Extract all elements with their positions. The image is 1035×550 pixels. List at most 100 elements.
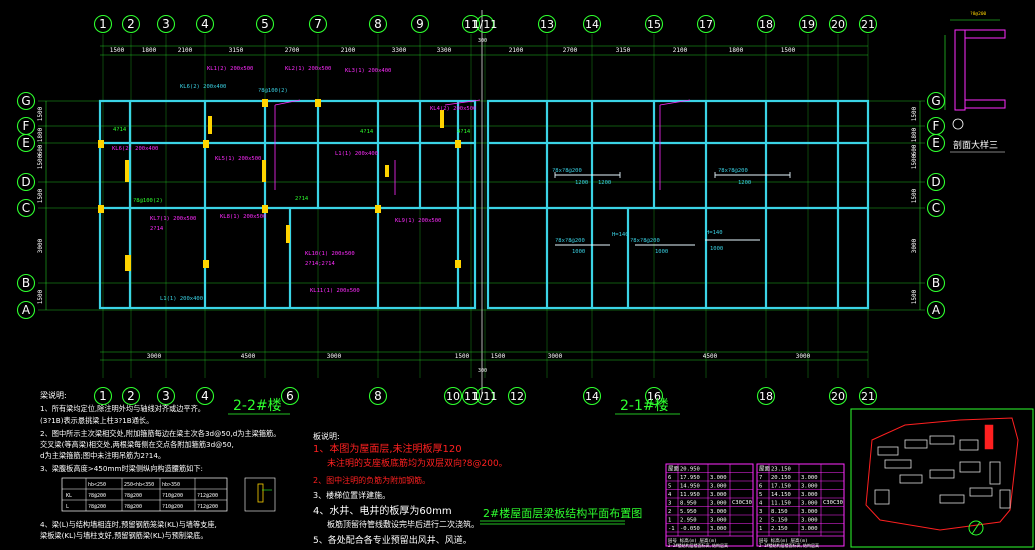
beam-note: 梁板梁(KL)与墙柱支好,预留钢筋梁(KL)与预制梁底。 (40, 531, 208, 540)
table-cell: 3.000 (710, 501, 727, 507)
table-cell: ?8@200 (124, 504, 142, 510)
table-caption: 2-2#楼结构层楼面标高,结构层高 (668, 542, 728, 548)
dim-label: 2100 (509, 47, 524, 54)
dim-label: 1800 (142, 47, 157, 54)
axis-bubble-21: 21 (858, 14, 878, 34)
table-footer: 层号 标高(m) 层高(m) (759, 537, 808, 544)
table-cell: 5 (668, 484, 671, 490)
axis-bubble-15: 15 (644, 14, 664, 34)
axis-bubble-A: A (926, 300, 946, 320)
table-cell: -1 (668, 526, 675, 532)
table-cell: ?8@200 (124, 493, 142, 499)
axis-label: D (931, 175, 940, 189)
axis-bubble-12: 12 (507, 386, 527, 406)
table-cell: 7 (759, 475, 762, 481)
axis-bubble-2: 2 (121, 14, 141, 34)
axis-label: 11 (464, 390, 478, 403)
table-cell: L (66, 504, 69, 510)
beam-note: (3?1B)表示悬挑梁上柱3?1B通长。 (40, 416, 153, 425)
axis-label: B (22, 276, 30, 290)
axis-label: 8 (374, 389, 382, 403)
dim-label: 1500 (491, 353, 506, 360)
beam-note: 3、梁腹板高度>450mm时梁侧纵向构造腰筋如下: (40, 464, 203, 473)
dim-label: 1500 (911, 188, 918, 203)
table-cell: 3.000 (710, 475, 727, 481)
axis-bubble-1/11: 1/11 (473, 386, 497, 406)
beam-label: KL6(2) 200x400 (180, 84, 226, 90)
table-cell: 17.150 (771, 484, 791, 490)
slab-note: 5、各处配合各专业预留出风井、风道。 (313, 534, 472, 546)
dimension-lines (45, 45, 921, 361)
table-cell: 3.000 (801, 475, 818, 481)
detail-rebar-label: ?8@200 (970, 11, 987, 17)
table-cell: 14.950 (680, 484, 700, 490)
axis-bubble-F: F (926, 116, 946, 136)
beam-label: KL10(1) 200x500 (305, 251, 355, 257)
axis-label: 1 (99, 389, 107, 403)
dim-label: 600 (911, 144, 918, 155)
dim-label: 3000 (327, 353, 342, 360)
table-cell: 2 (759, 518, 762, 524)
slab-label: 1000 (572, 249, 585, 255)
axis-bubble-E: E (926, 133, 946, 153)
dim-label: 1500 (110, 47, 125, 54)
dim-label: 3150 (616, 47, 631, 54)
dim-label: 3000 (548, 353, 563, 360)
grid-lines (38, 100, 925, 311)
slab-label: H=140 (612, 232, 629, 238)
axis-label: 2 (127, 17, 135, 31)
beam-label: KL7(1) 200x500 (150, 216, 196, 222)
plan-label-right: 2-1#楼 (620, 398, 669, 414)
axis-bubble-1/11: 1/11 (473, 14, 498, 34)
axis-label: 3 (162, 17, 170, 31)
table-cell: 23.150 (771, 467, 791, 473)
table-cell: ?8@200 (88, 504, 106, 510)
beam-label: KL8(1) 200x500 (220, 214, 266, 220)
axis-label: A (22, 303, 31, 317)
axis-bubble-2: 2 (121, 386, 141, 406)
beam-label: L1(1) 200x400 (160, 296, 203, 302)
dim-label: 2100 (341, 47, 356, 54)
table-cell: 11.950 (680, 492, 700, 498)
beam-label: KL5(1) 200x500 (215, 156, 261, 162)
axis-bubble-A: A (16, 300, 36, 320)
dim-label: 1500 (781, 47, 796, 54)
beam-label: KL11(1) 200x500 (310, 288, 360, 294)
rebar-table: hb<250 250<hb<350 hb>350 KL ?8@200 ?8@20… (61, 477, 276, 512)
axis-bubble-18: 18 (756, 386, 776, 406)
axis-bubble-B: B (926, 273, 946, 293)
axis-bubble-14: 14 (582, 386, 602, 406)
concrete-grade: C30 (742, 500, 752, 506)
axis-label: 8 (374, 17, 382, 31)
axis-label: 17 (699, 18, 713, 31)
dim-label: 3300 (437, 47, 452, 54)
table-cell: 6 (759, 484, 762, 490)
green-annotations: 4?14 4?14 4?14 ?8@100(2) 2?14 (113, 127, 471, 204)
table-cell: 2.150 (771, 526, 788, 532)
beam-note: 交叉梁(等高梁)相交处,两根梁每侧在交点各附加箍筋3d@50, (40, 440, 234, 449)
axis-label: E (22, 136, 30, 150)
table-cell: 3.000 (710, 509, 727, 515)
axis-label: 1 (99, 17, 107, 31)
rebar-label: 4?14 (457, 129, 471, 135)
center-dim: 300 (478, 368, 487, 374)
axis-label: D (21, 175, 30, 189)
axis-label: 21 (861, 390, 875, 403)
slab-labels: ?8x?8@200 1200 1200 ?8x?8@200 1200 ?8x?8… (552, 168, 751, 255)
axis-label: 18 (759, 390, 773, 403)
axis-label: A (932, 303, 941, 317)
axis-label: 1/11 (473, 18, 498, 31)
table-cell: 1 (668, 518, 671, 524)
slab-label: ?8x?8@200 (718, 168, 748, 174)
axis-label: E (932, 136, 940, 150)
slab-notes: 板说明: 1、本图为屋面层,未注明板厚120 未注明的支座板底筋均为双层双向?8… (313, 431, 508, 546)
axis-label: C (22, 201, 30, 215)
dim-label: 1500 (37, 188, 44, 203)
axis-bubble-D: D (926, 172, 946, 192)
dim-label: 1500 (37, 106, 44, 121)
table-cell: 3.000 (801, 501, 818, 507)
